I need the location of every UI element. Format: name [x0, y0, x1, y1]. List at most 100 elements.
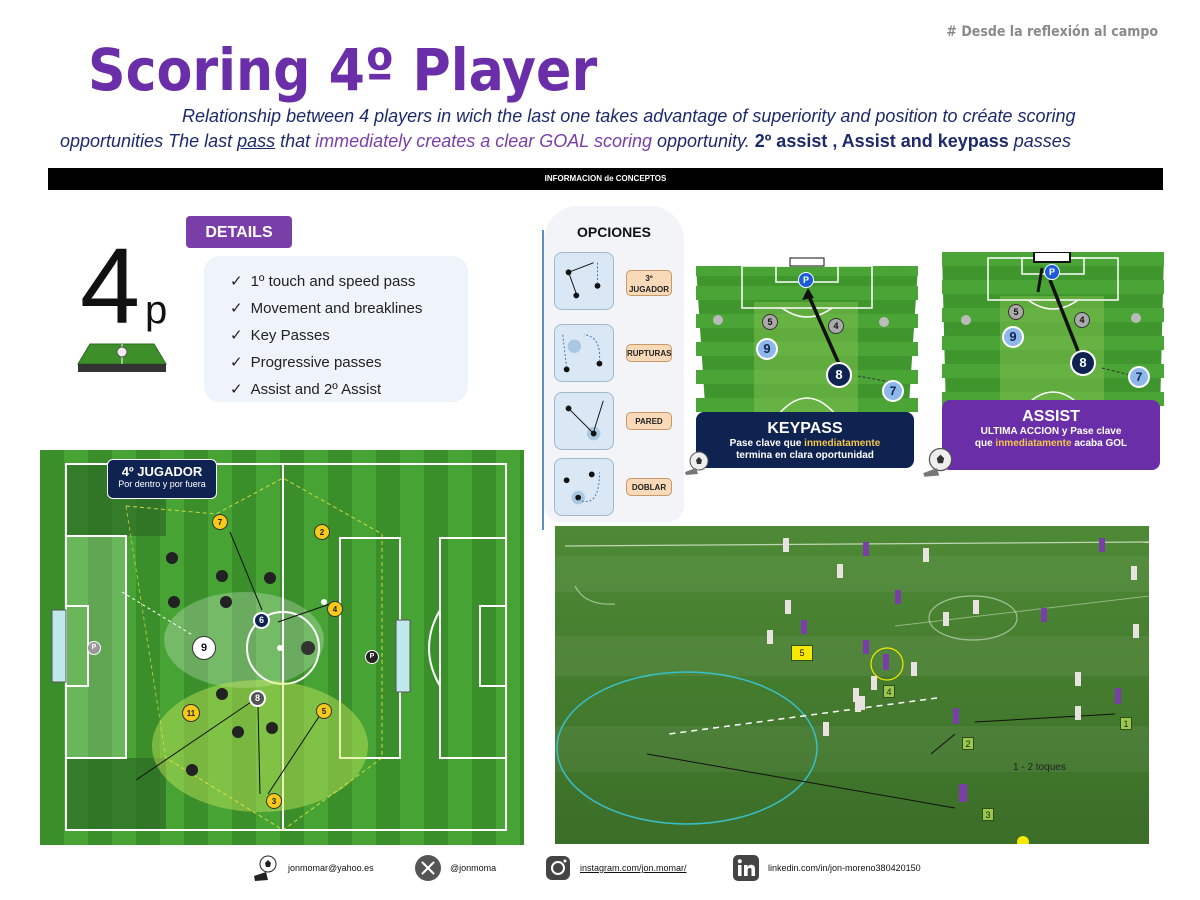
details-item-text: Assist and 2º Assist [250, 381, 382, 398]
keypass-text-gold: inmediatamente [804, 438, 881, 449]
assist-title: ASSIST [1022, 408, 1080, 425]
option-diagram-icon [554, 252, 614, 310]
footer-email[interactable]: jonmomar@yahoo.es [252, 848, 374, 888]
photo-label-3: 3 [982, 808, 994, 821]
tactics-pitch [40, 450, 524, 845]
assist-text-gold: inmediatamente [995, 438, 1072, 449]
soccer-ball-icon [254, 855, 277, 881]
option-tercer-jugador: 3º JUGADOR [554, 252, 684, 310]
pitch-token-yellow: 4 [327, 601, 343, 617]
subtitle-line-2d: passes [1008, 131, 1071, 151]
option-tag: RUPTURAS [626, 344, 672, 362]
check-icon: ✓ [230, 354, 243, 371]
footer: jonmomar@yahoo.es @jonmoma instagram.com… [0, 848, 1200, 894]
pitch-token-yellow: 5 [316, 703, 332, 719]
cuarto-jugador-title: 4º JUGADOR [121, 464, 203, 479]
option-rupturas: RUPTURAS [554, 324, 684, 382]
opciones-divider [542, 230, 544, 530]
cuarto-jugador-subtitle: Por dentro y por fuera [118, 479, 206, 489]
footer-x-text[interactable]: @jonmoma [450, 863, 497, 873]
keypass-card: P 5 4 9 8 7 KEYPASS Pase clave que inmed… [696, 252, 918, 470]
subtitle-line-2b: that [275, 131, 316, 151]
toques-annotation: 1 - 2 toques [1013, 762, 1066, 773]
soccer-boot-ball-icon [923, 447, 953, 477]
details-item: ✓1º touch and speed pass [230, 268, 468, 295]
pitch-token-white: 9 [192, 636, 216, 660]
option-diagram-icon [554, 324, 614, 382]
photo-label-2: 2 [962, 737, 974, 750]
soccer-boot-ball-icon [685, 451, 709, 475]
option-tag: PARED [626, 412, 672, 430]
keypass-text-b: termina en clara oportunidad [736, 450, 874, 461]
footer-instagram[interactable]: instagram.com/jon.momar/ [544, 848, 687, 888]
linkedin-icon [733, 855, 759, 881]
details-badge: DETAILS [186, 216, 292, 248]
footer-linkedin[interactable]: linkedin.com/in/jon-moreno380420150 [732, 848, 921, 888]
player-token-7: 7 [1128, 366, 1150, 388]
check-icon: ✓ [230, 300, 243, 317]
player-token-5: 5 [1008, 304, 1024, 320]
details-item: ✓ Key Passes [230, 322, 468, 349]
keeper-token: P [798, 272, 814, 288]
subtitle-line-1: Relationship between 4 players in wich t… [182, 106, 1076, 126]
keypass-pitch [696, 257, 918, 421]
player-token-9: 9 [1002, 326, 1024, 348]
match-photo [555, 526, 1149, 844]
assist-text-c: acaba GOL [1071, 438, 1128, 449]
keypass-title: KEYPASS [767, 420, 843, 437]
details-item-text: 1º touch and speed pass [250, 273, 416, 290]
check-icon: ✓ [230, 327, 243, 344]
assist-text-a: ULTIMA ACCION y Pase clave [980, 426, 1122, 437]
assist-card: P 5 4 9 8 7 ASSIST ULTIMA ACCION y Pase … [942, 252, 1164, 470]
option-diagram-icon [554, 392, 614, 450]
instagram-icon [546, 856, 570, 880]
details-item-text: Progressive passes [250, 354, 382, 371]
opciones-panel: OPCIONES 3º JUGADOR RUPTURAS PARED DOBLA… [544, 206, 684, 522]
player-token-4: 4 [1074, 312, 1090, 328]
player-token-9: 9 [756, 338, 778, 360]
info-bar: INFORMACION de CONCEPTOS [48, 168, 1163, 190]
pitch-token-yellow: 7 [212, 514, 228, 530]
cuarto-jugador-box: 4º JUGADOR Por dentro y por fuera [107, 459, 217, 499]
option-tag: DOBLAR [626, 478, 672, 496]
details-item-text: Key Passes [250, 327, 330, 344]
option-tag: 3º JUGADOR [626, 270, 672, 296]
footer-instagram-text[interactable]: instagram.com/jon.momar/ [580, 863, 687, 873]
page-title: Scoring 4º Player [88, 36, 598, 104]
mini-pitch-icon [77, 343, 167, 372]
player-token-4: 4 [828, 318, 844, 334]
x-logo-icon [415, 855, 441, 881]
pitch-token-navy: 6 [253, 612, 270, 629]
photo-label-5: 5 [791, 645, 813, 661]
details-item: ✓ Assist and 2º Assist [230, 376, 468, 403]
footer-linkedin-text[interactable]: linkedin.com/in/jon-moreno380420150 [768, 863, 921, 873]
players-count-letter: p [145, 288, 168, 332]
subtitle-line-2a: opportunities The last [60, 131, 238, 151]
pitch-token-yellow: 2 [314, 524, 330, 540]
hashtag-tagline: # Desde la reflexión al campo [946, 24, 1158, 40]
option-diagram-icon [554, 458, 614, 516]
option-doblar: DOBLAR [554, 458, 684, 516]
details-list: ✓1º touch and speed pass ✓Movement and b… [204, 256, 468, 402]
subtitle-bold: 2º assist , Assist and keypass [754, 131, 1009, 151]
check-icon: ✓ [230, 381, 243, 398]
assist-pitch [942, 252, 1164, 413]
details-item: ✓ Movement and breaklines [230, 295, 468, 322]
pitch-token-yellow: 3 [266, 793, 282, 809]
pitch-keeper-token: P [87, 641, 101, 655]
footer-email-text[interactable]: jonmomar@yahoo.es [288, 863, 374, 873]
pitch-token-navy: 8 [249, 690, 266, 707]
pitch-keeper-token: P [365, 650, 379, 664]
keypass-text-a: Pase clave que [729, 438, 805, 449]
details-item-text: Movement and breaklines [250, 300, 423, 317]
photo-label-4: 4 [883, 685, 895, 698]
players-count-number: 4 [80, 225, 141, 346]
assist-text-b: que [974, 438, 996, 449]
subtitle-pass-word: pass [237, 131, 276, 151]
subtitle: Relationship between 4 players in wich t… [60, 104, 1160, 154]
footer-x[interactable]: @jonmoma [414, 848, 496, 888]
